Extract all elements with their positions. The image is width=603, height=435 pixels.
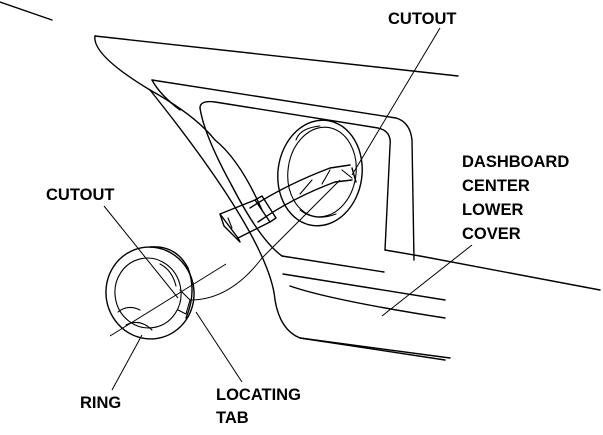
wire-harness [249, 164, 357, 223]
connector [219, 195, 277, 243]
ring-label: RING [80, 394, 121, 412]
dashboard-label-line1: DASHBOARD [462, 153, 569, 171]
locating-tab-label-line2: TAB [216, 409, 249, 427]
cutout-top-label: CUTOUT [388, 10, 456, 28]
alignment-guide [189, 179, 341, 301]
dashboard-panel [0, 1, 601, 361]
ring [105, 246, 195, 340]
leader-lines [103, 27, 473, 391]
dashboard-label-line3: LOWER [462, 201, 523, 219]
locating-tab-label-line1: LOCATING [216, 386, 301, 404]
dashboard-label-line4: COVER [462, 225, 521, 243]
cutout-left-label: CUTOUT [46, 186, 114, 204]
socket-hole [277, 119, 363, 227]
dashboard-label-line2: CENTER [462, 177, 530, 195]
